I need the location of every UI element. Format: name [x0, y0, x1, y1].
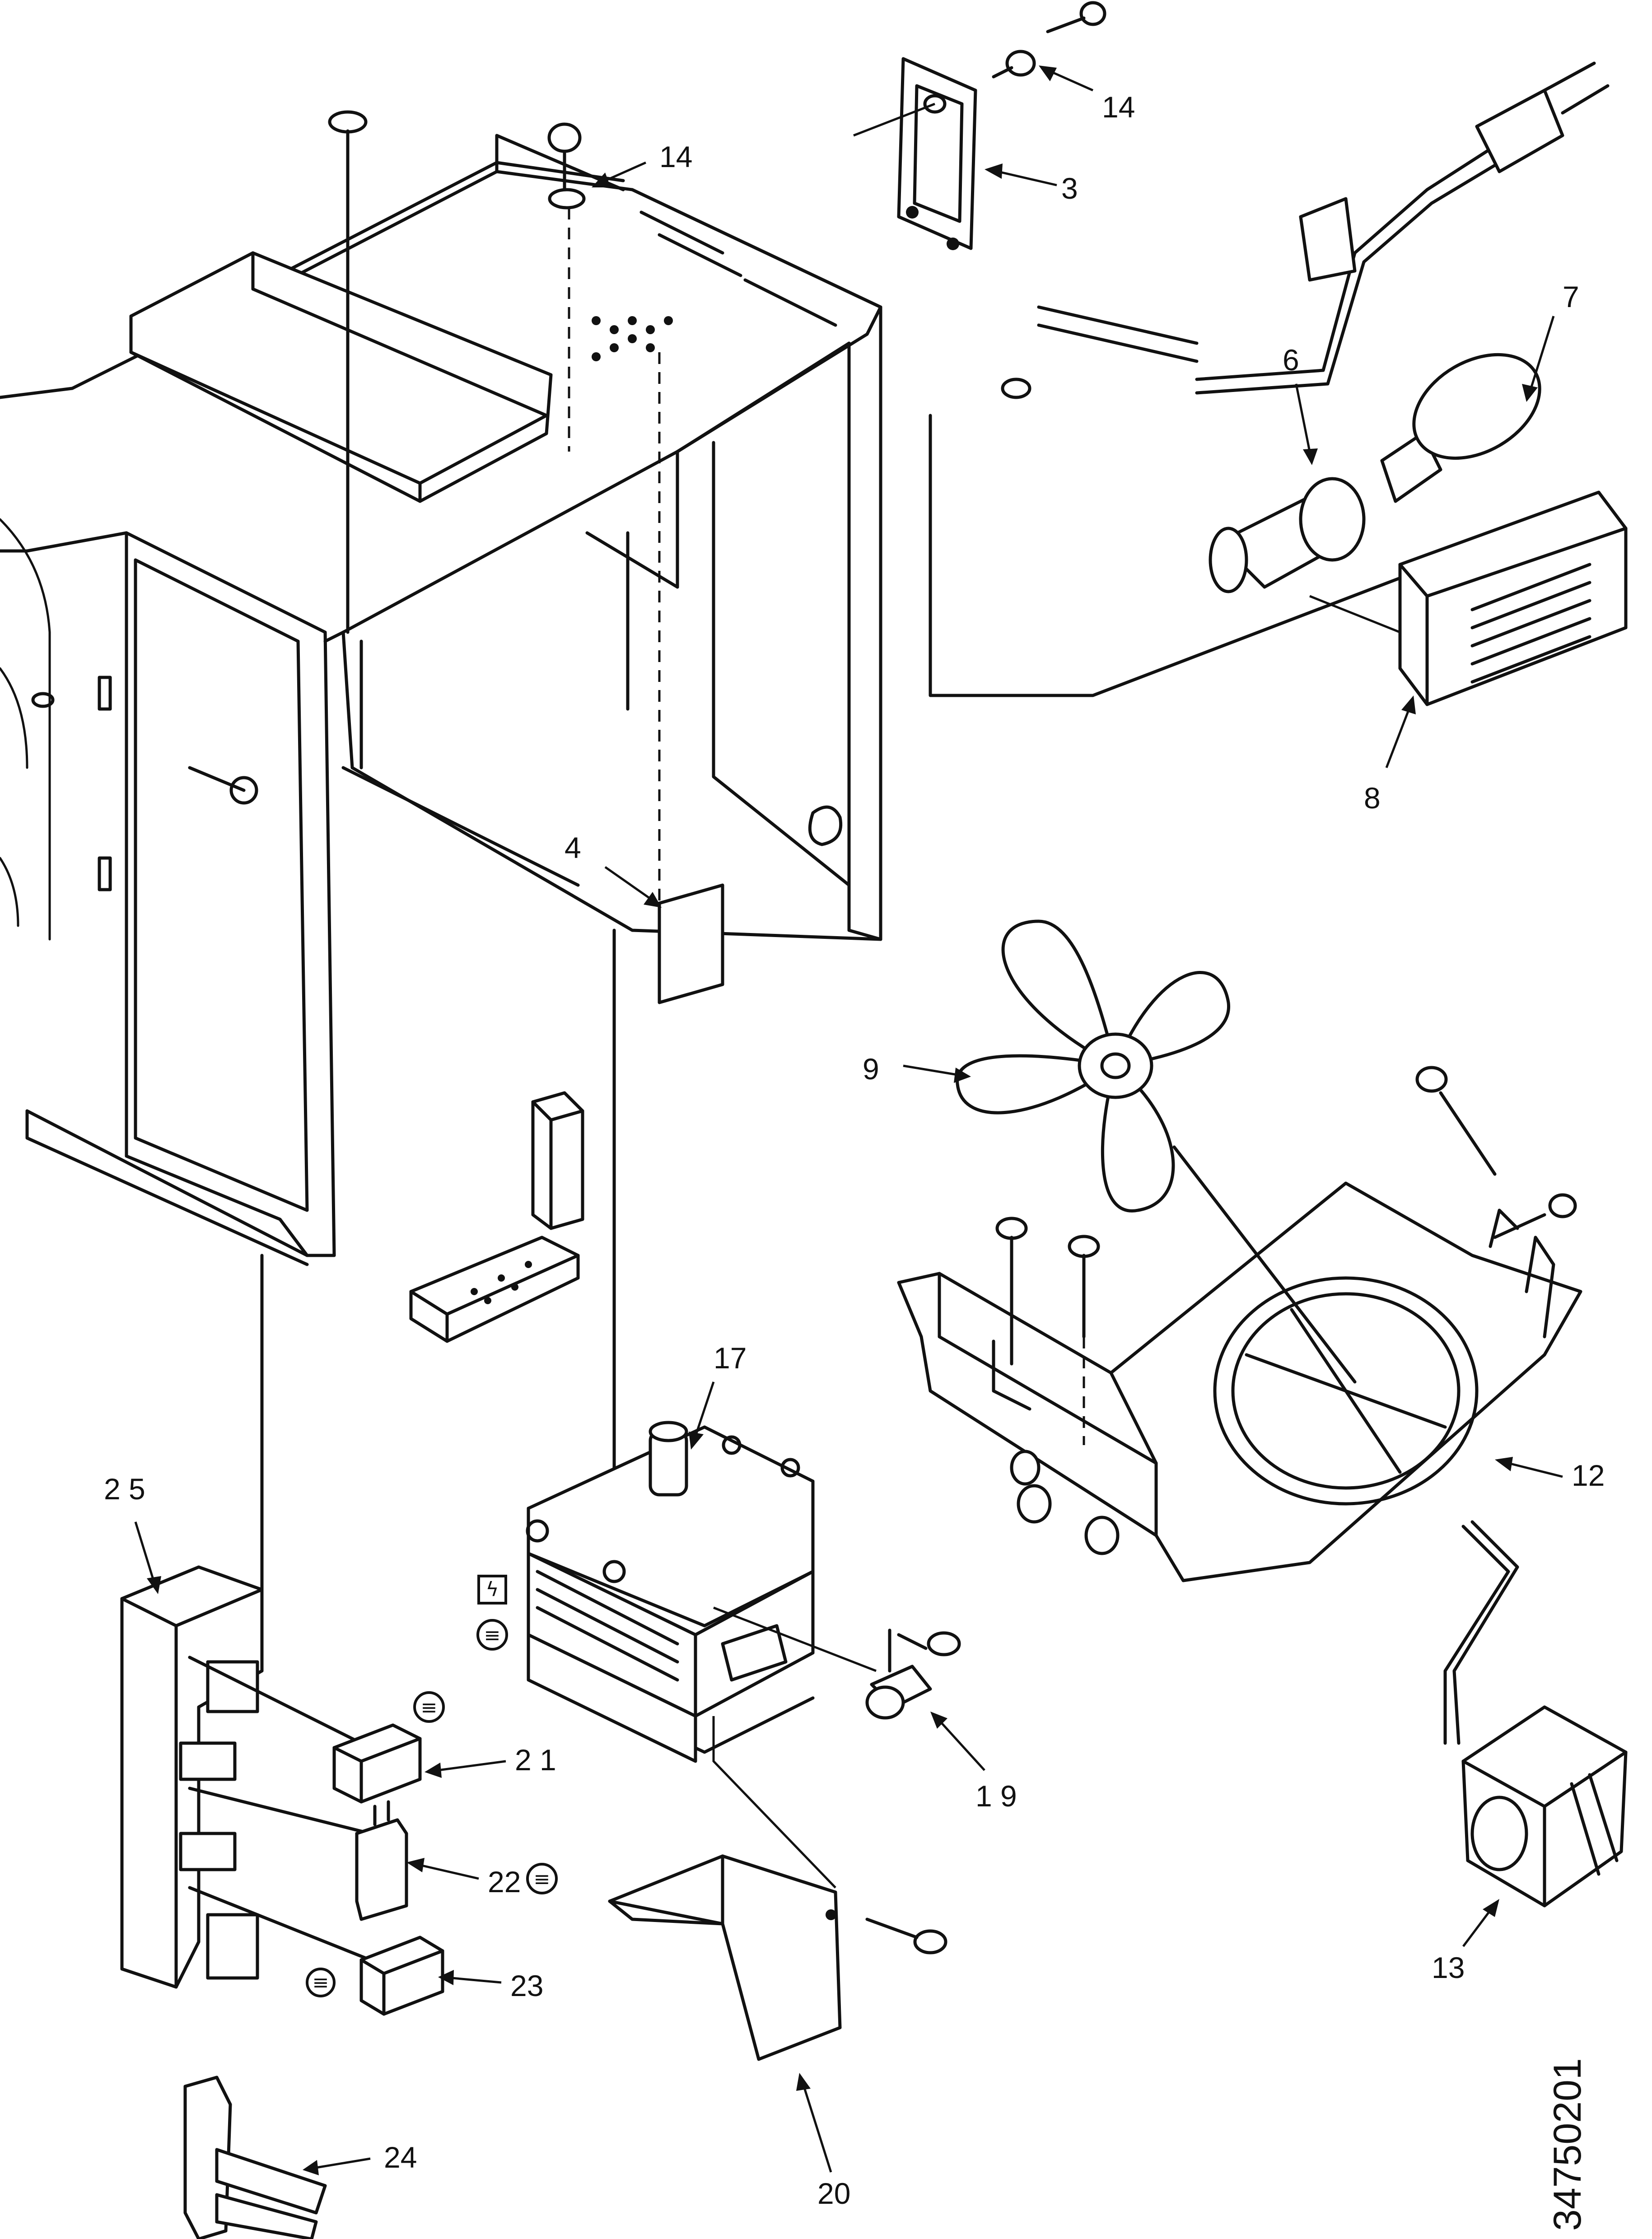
callout-3: 3 [1061, 172, 1078, 205]
part-24-latch-hook [183, 2076, 327, 2239]
power-cord [929, 61, 1610, 697]
callout-20: 20 [817, 2177, 850, 2210]
part-14-screws [328, 110, 661, 903]
callout-19: 1 9 [975, 1779, 1017, 1813]
part-9-fan [956, 919, 1230, 1213]
callout-6: 6 [1283, 343, 1299, 377]
callout-14-top: 14 [1102, 90, 1135, 124]
part-25-latch-board [120, 1254, 372, 1989]
symbol-ground-23: ≡ [306, 1968, 336, 1997]
part-21-switch [332, 1723, 422, 1804]
callout-24: 24 [384, 2141, 417, 2174]
svg-text:≡: ≡ [313, 1971, 329, 1994]
part-19-thermal-sensor [713, 1606, 961, 1720]
callout-labels: 14 3 14 7 6 8 4 9 12 17 2 5 2 1 22 23 1 … [104, 90, 1605, 2210]
callout-13: 13 [1432, 1951, 1465, 1984]
part-17-magnetron [526, 1421, 815, 1763]
callout-7: 7 [1563, 280, 1579, 313]
callout-arrows [134, 65, 1563, 2175]
callout-17: 17 [714, 1341, 747, 1375]
svg-text:≡: ≡ [534, 1868, 551, 1891]
part-7-lamp [1380, 353, 1541, 503]
callout-23: 23 [510, 1969, 543, 2002]
part-3-bracket [853, 1, 1106, 250]
symbol-ground-21: ≡ [413, 1691, 445, 1723]
drawing-code: 34750201 [1546, 2058, 1589, 2231]
callout-14: 14 [659, 140, 692, 173]
callout-12: 12 [1572, 1459, 1605, 1492]
callout-22: 22 [488, 1865, 521, 1898]
callout-9: 9 [863, 1052, 879, 1086]
oven-cabinet-frame [0, 134, 882, 1266]
svg-text:≡: ≡ [484, 1624, 501, 1647]
svg-text:ϟ: ϟ [485, 1578, 499, 1601]
part-20-guide-plate [608, 1716, 947, 2061]
callout-21: 2 1 [515, 1743, 556, 1777]
symbol-ground-22: ≡ [526, 1863, 558, 1894]
part-4-pad [612, 883, 724, 1519]
callout-4: 4 [565, 831, 581, 864]
svg-text:≡: ≡ [421, 1696, 438, 1719]
callout-25: 2 5 [104, 1472, 145, 1506]
part-8-lamp-cover [1309, 490, 1628, 706]
part-12-fan-duct [897, 1066, 1582, 1745]
callout-8: 8 [1364, 781, 1381, 815]
symbol-ground-17: ≡ [476, 1619, 508, 1651]
part-6-lamp-socket [1209, 477, 1366, 593]
vent-holes [592, 316, 673, 361]
foam-pads [409, 1091, 584, 1343]
part-13-fan-motor [1461, 1705, 1628, 1908]
part-22-switch [355, 1800, 408, 1921]
control-box [129, 251, 553, 503]
part-23-switch [359, 1936, 444, 2016]
symbol-warning-box: ϟ [477, 1575, 507, 1605]
